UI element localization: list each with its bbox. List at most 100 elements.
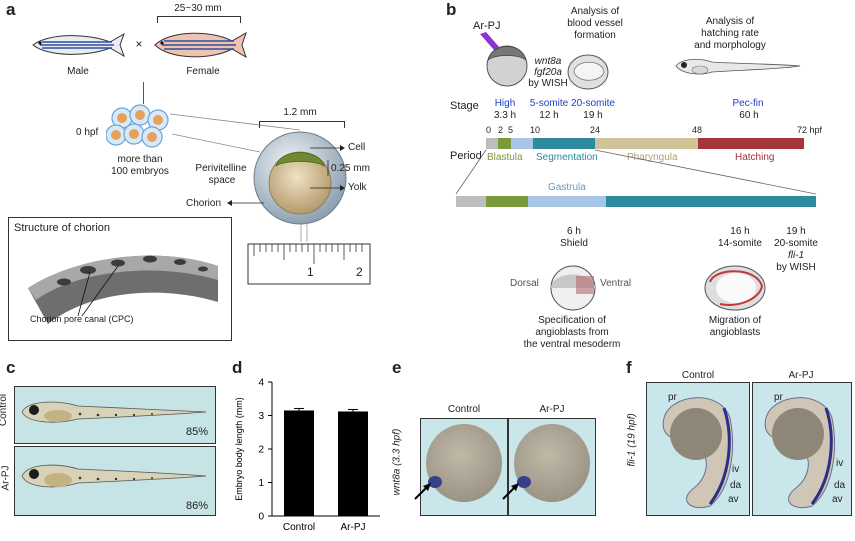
embryo-size-bar	[259, 121, 345, 128]
stage-5-somite-time: 12 h	[539, 110, 559, 121]
ruler-2-label: 2	[356, 265, 363, 279]
larva-control-side-label: Control	[0, 393, 10, 427]
fli-arpj-av: av	[832, 494, 843, 505]
gastrula-label: Gastrula	[548, 182, 586, 193]
cpc-label: Chorion pore canal (CPC)	[30, 314, 134, 324]
tick-48: 48	[692, 125, 703, 135]
zero-hpf-label: 0 hpf	[76, 127, 99, 138]
shield-label: Shield	[560, 238, 588, 249]
fli-arpj-pr: pr	[774, 392, 783, 403]
larva-arpj-side-label: Ar-PJ	[0, 465, 12, 491]
fli-arpj-embryo	[764, 397, 835, 508]
chorion-arrow	[227, 200, 264, 206]
wnt-arpj-embryo	[514, 424, 590, 502]
zoom-timeline-blastula	[486, 196, 528, 207]
spec-label-3: the ventral mesoderm	[523, 339, 621, 350]
panel-label-f: f	[626, 358, 632, 377]
fli-arpj-header: Ar-PJ	[788, 370, 814, 381]
wnt-arpj-stain	[517, 476, 531, 488]
y-tick-label: 4	[258, 378, 264, 389]
tick-72: 72 hpf	[797, 125, 823, 135]
size-025-label: 0.25 mm	[331, 163, 370, 174]
wnt-arpj-header: Ar-PJ	[539, 404, 565, 415]
male-fish-illustration	[32, 32, 125, 58]
x-tick-label: Control	[283, 522, 315, 530]
fli-control-av: av	[728, 494, 739, 505]
embryo-size-label: 1.2 mm	[283, 107, 317, 118]
size-range-label: 25~30 mm	[174, 3, 222, 14]
fli-arpj-iv: iv	[836, 458, 844, 469]
y-tick-label: 3	[258, 411, 264, 422]
wish-by-2: by WISH	[776, 262, 816, 273]
timeline-pre	[486, 138, 498, 149]
blood-title-3: formation	[574, 30, 616, 41]
fli-control-da: da	[730, 480, 742, 491]
larva-control-pct: 85%	[186, 426, 209, 438]
embryo-detail-illustration	[253, 131, 347, 225]
tick-2: 2	[498, 125, 504, 135]
dorsal-label: Dorsal	[510, 278, 539, 289]
period-hatching: Hatching	[735, 152, 775, 163]
fli-arpj-da: da	[834, 480, 846, 491]
female-label: Female	[186, 66, 220, 77]
spec-label-2: angioblasts from	[535, 327, 609, 338]
stage-row-label: Stage	[450, 100, 479, 112]
blood-title-2: blood vessel	[567, 18, 623, 29]
migration-label-2: angioblasts	[709, 327, 761, 338]
y-tick-label: 1	[258, 478, 264, 489]
timeline-gastrula	[511, 138, 533, 149]
larva-arpj-drawing	[21, 464, 207, 488]
panel-label-d: d	[232, 358, 243, 377]
fli-control-embryo	[662, 397, 733, 508]
tick-5: 5	[508, 125, 514, 135]
wnt-arpj-arrow	[502, 483, 519, 500]
s14-time: 16 h	[730, 226, 750, 237]
chorion-label: Chorion	[186, 198, 222, 209]
zoom-timeline-segmentation	[606, 196, 816, 207]
timeline-zoom-lines	[455, 149, 817, 195]
female-fish-illustration	[154, 31, 247, 59]
chorion-structure-title: Structure of chorion	[14, 222, 110, 234]
ruler-illustration	[247, 222, 371, 285]
fli1-gene: fli-1	[787, 250, 805, 261]
migration-label-1: Migration of	[708, 315, 762, 326]
panel-label-c: c	[6, 358, 16, 377]
embryos-label-2: 100 embryos	[111, 166, 169, 177]
s20-time: 19 h	[786, 226, 806, 237]
stage-20-somite-time: 19 h	[583, 110, 603, 121]
panel-label-a: a	[6, 0, 16, 19]
wnt-control-stain	[428, 476, 442, 488]
wnt-control-arrow	[414, 483, 431, 500]
embryos-label-1: more than	[117, 154, 163, 165]
wish-by-1: by WISH	[528, 78, 568, 89]
somite-embryo-illustration	[567, 54, 609, 90]
tick-10: 10	[530, 125, 541, 135]
blood-title-1: Analysis of	[570, 6, 620, 17]
stage-high-time: 3.3 h	[493, 110, 517, 121]
period-segmentation: Segmentation	[536, 152, 598, 163]
hatch-title-1: Analysis of	[705, 16, 755, 27]
space-label: space	[208, 175, 236, 186]
stage-high: High	[494, 98, 516, 109]
larva-illustration	[675, 58, 801, 75]
wish-gene-1: wnt8a	[534, 56, 562, 67]
cross-arrow-line	[143, 82, 144, 104]
timeline-segmentation	[533, 138, 595, 149]
size-bar	[157, 16, 241, 23]
wnt-side-label: wnt8a (3.3 hpf)	[391, 428, 403, 496]
x-tick-label: Ar-PJ	[341, 522, 366, 530]
male-label: Male	[67, 66, 89, 77]
fli-control-pr: pr	[668, 392, 677, 403]
embryo-label-arrows	[310, 145, 345, 191]
wish-gene-2: fgf20a	[534, 67, 562, 78]
ventral-label: Ventral	[600, 278, 632, 289]
timeline-blastula	[498, 138, 511, 149]
wnt-control-header: Control	[447, 404, 481, 415]
migration-embryo-illustration	[704, 265, 766, 311]
zoom-timeline-gastrula	[528, 196, 606, 207]
hatch-title-3: and morphology	[694, 40, 766, 51]
arpj-treatment-label: Ar-PJ	[473, 20, 501, 32]
stage-pec-fin-time: 60 h	[739, 110, 759, 121]
period-pharyngula: Pharyngula	[627, 152, 678, 163]
